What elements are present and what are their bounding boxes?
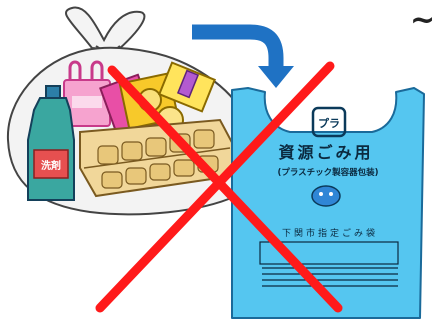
mascot-icon bbox=[311, 185, 341, 207]
detergent-bottle-icon: 洗剤 bbox=[27, 85, 75, 201]
corner-mark: ~ bbox=[410, 3, 432, 38]
food-packages-icon bbox=[99, 61, 216, 139]
stripe-lines bbox=[262, 267, 398, 287]
bag-designation: 下関市指定ごみ袋 bbox=[282, 227, 378, 239]
recycle-mark-icon: プラ bbox=[311, 106, 347, 138]
bag-subtitle: (プラスチック製容器包装) bbox=[277, 167, 378, 178]
prohibited-cross-icon bbox=[95, 61, 343, 313]
egg-carton-icon bbox=[79, 118, 238, 198]
clear-trash-bag: 洗剤 bbox=[6, 6, 257, 216]
recycle-mark-label: プラ bbox=[318, 116, 340, 130]
designated-garbage-bag: プラ 資源ごみ用 (プラスチック製容器包装) 下関市指定ごみ袋 bbox=[231, 87, 425, 319]
arrow-right-down-icon bbox=[192, 24, 294, 88]
name-box bbox=[259, 241, 399, 265]
detergent-label: 洗剤 bbox=[41, 159, 61, 172]
bag-title: 資源ごみ用 bbox=[278, 143, 373, 162]
